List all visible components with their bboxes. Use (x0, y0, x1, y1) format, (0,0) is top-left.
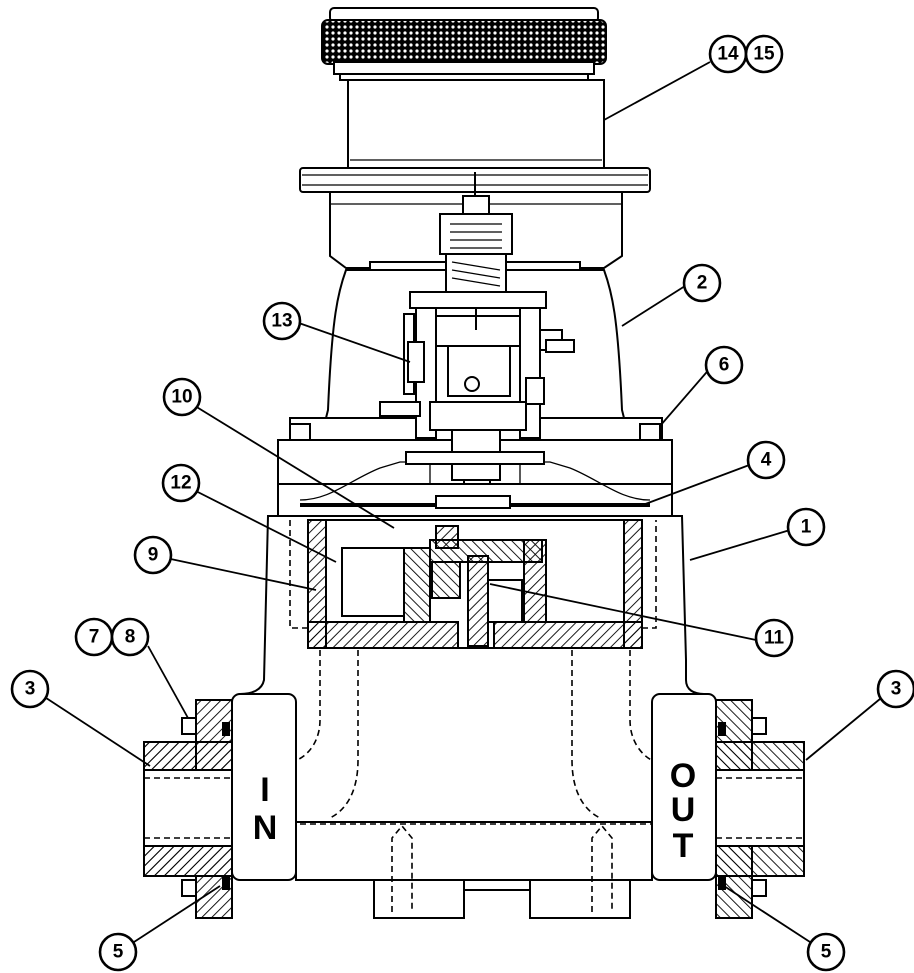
inlet-flange (143, 699, 233, 919)
callout-8: 8 (110, 617, 150, 657)
svg-text:13: 13 (271, 311, 292, 332)
svg-text:5: 5 (113, 942, 124, 963)
handwheel (321, 7, 607, 171)
callout-3-right: 3 (876, 669, 914, 709)
valve-cage (307, 519, 643, 649)
callout-6: 6 (704, 345, 744, 385)
callout-10: 10 (162, 377, 202, 417)
callout-7: 7 (74, 617, 114, 657)
callout-12: 12 (161, 463, 201, 503)
svg-text:9: 9 (148, 545, 159, 566)
svg-text:10: 10 (171, 387, 192, 408)
callout-15: 15 (744, 34, 784, 74)
outlet-port-label: O U T (670, 757, 696, 865)
svg-text:11: 11 (764, 628, 785, 649)
leader-lines (39, 61, 887, 943)
svg-text:15: 15 (753, 44, 775, 65)
callout-13: 13 (262, 301, 302, 341)
pilot-mechanism (379, 172, 575, 495)
svg-text:12: 12 (170, 473, 191, 494)
svg-text:8: 8 (125, 627, 136, 648)
svg-text:N: N (253, 809, 278, 847)
callout-14: 14 (708, 34, 748, 74)
svg-text:I: I (260, 771, 269, 809)
callout-5-right: 5 (806, 932, 846, 972)
svg-text:5: 5 (821, 942, 832, 963)
svg-text:4: 4 (761, 450, 772, 471)
outlet-flange (715, 699, 805, 919)
inlet-port-label: I N (253, 771, 278, 847)
svg-text:O: O (670, 757, 696, 795)
svg-text:T: T (673, 827, 694, 865)
svg-text:U: U (671, 791, 696, 829)
diaphragm-case (277, 451, 673, 517)
svg-text:2: 2 (697, 273, 708, 294)
callout-3-left: 3 (10, 669, 50, 709)
callout-1: 1 (786, 507, 826, 547)
callout-9: 9 (133, 535, 173, 575)
callout-11: 11 (754, 618, 794, 658)
svg-text:7: 7 (89, 627, 100, 648)
svg-text:6: 6 (719, 355, 730, 376)
svg-text:3: 3 (891, 679, 902, 700)
svg-text:1: 1 (801, 517, 812, 538)
callout-5-left: 5 (98, 932, 138, 972)
callout-4: 4 (746, 440, 786, 480)
svg-text:14: 14 (717, 44, 739, 65)
callout-2: 2 (682, 263, 722, 303)
svg-text:3: 3 (25, 679, 36, 700)
